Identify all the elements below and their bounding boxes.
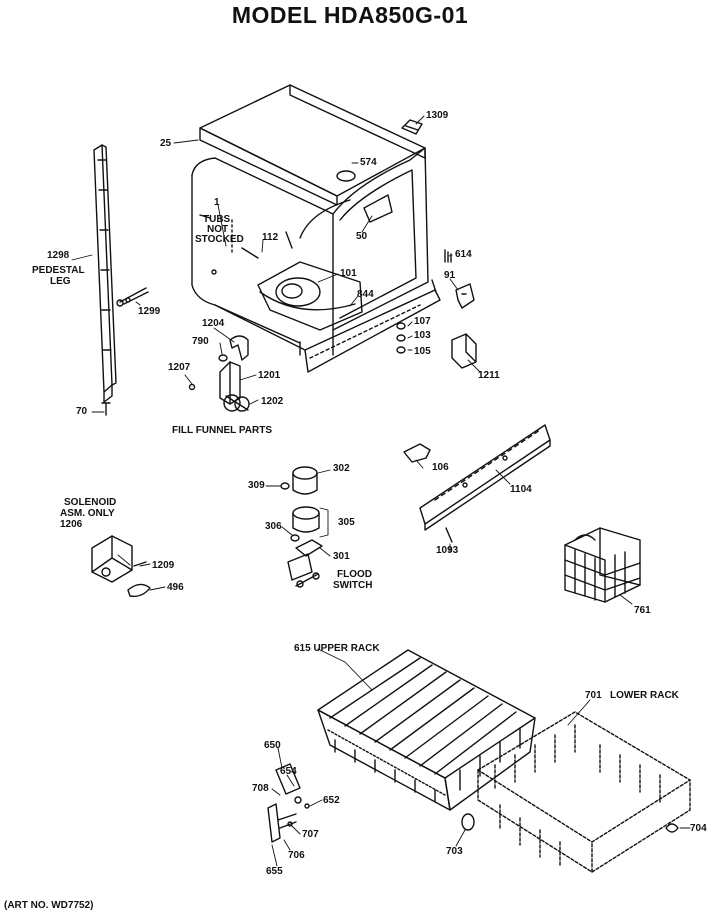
label-1211: 1211 [478, 370, 500, 381]
label-70: 70 [76, 406, 88, 417]
page-title: MODEL HDA850G-01 [231, 2, 469, 28]
label-1201: 1201 [258, 370, 281, 381]
label-302: 302 [333, 463, 350, 474]
label-91: 91 [444, 270, 456, 281]
label-1299: 1299 [138, 306, 161, 317]
label-614: 614 [455, 249, 472, 260]
label-1209: 1209 [152, 560, 175, 571]
label-flood: FLOOD [337, 569, 372, 580]
label-1298: 1298 [47, 250, 70, 261]
label-not: NOT [207, 224, 229, 235]
label-switch: SWITCH [333, 580, 373, 591]
label-650: 650 [264, 740, 281, 751]
tub-assembly [191, 84, 441, 373]
label-1104: 1104 [510, 484, 532, 495]
part-105 [396, 346, 406, 354]
label-790: 790 [192, 336, 209, 347]
label-tubs: TUBS [203, 214, 231, 225]
label-106: 106 [432, 462, 449, 473]
part-704 [665, 823, 679, 833]
label-1093: 1093 [436, 545, 459, 556]
label-leg: LEG [50, 276, 71, 287]
label-1207: 1207 [168, 362, 191, 373]
art-number: (ART NO. WD7752) [4, 900, 94, 911]
part-107 [396, 322, 406, 330]
label-701: 701 [585, 690, 602, 701]
label-309: 309 [248, 480, 265, 491]
label-704: 704 [690, 823, 707, 834]
label-50: 50 [356, 231, 368, 242]
pedestal-leg [93, 144, 149, 416]
solenoid-asm [91, 535, 151, 598]
label-301: 301 [333, 551, 350, 562]
label-707: 707 [302, 829, 319, 840]
part-703 [461, 813, 475, 831]
part-106 [403, 443, 431, 463]
part-1093 [445, 527, 453, 543]
flood-switch [280, 466, 323, 588]
label-652: 652 [323, 795, 340, 806]
part-1211 [451, 333, 477, 369]
silverware-basket [564, 527, 641, 603]
label-1309: 1309 [426, 110, 449, 121]
rack-adjuster [267, 763, 310, 843]
label-496: 496 [167, 582, 184, 593]
label-lower-rack: LOWER RACK [610, 690, 679, 701]
label-105: 105 [414, 346, 431, 357]
label-1206: 1206 [60, 519, 83, 530]
label-asm-only: ASM. ONLY [60, 508, 115, 519]
lower-rack [477, 711, 691, 873]
label-1204: 1204 [202, 318, 225, 329]
upper-rack [317, 649, 536, 811]
label-fill-funnel: FILL FUNNEL PARTS [172, 425, 272, 436]
label-306: 306 [265, 521, 282, 532]
label-103: 103 [414, 330, 431, 341]
label-844: 844 [357, 289, 374, 300]
fill-funnel [188, 335, 250, 412]
label-stocked: STOCKED [195, 234, 244, 245]
label-655: 655 [266, 866, 283, 877]
label-112: 112 [262, 232, 279, 243]
label-706: 706 [288, 850, 305, 861]
label-1: 1 [214, 197, 220, 208]
label-305: 305 [338, 517, 355, 528]
label-1202: 1202 [261, 396, 284, 407]
part-91 [455, 283, 475, 309]
label-708: 708 [252, 783, 269, 794]
label-pedestal: PEDESTAL [32, 265, 85, 276]
leader-lines [71, 115, 691, 867]
label-761: 761 [634, 605, 651, 616]
label-574: 574 [360, 157, 377, 168]
part-103 [396, 334, 406, 342]
label-solenoid: SOLENOID [64, 497, 117, 508]
label-107: 107 [414, 316, 431, 327]
part-1309 [401, 119, 423, 135]
label-25: 25 [160, 138, 172, 149]
part-1104 [419, 424, 551, 531]
label-101: 101 [340, 268, 357, 279]
label-615-upper-rack: 615 UPPER RACK [294, 643, 380, 654]
label-703: 703 [446, 846, 463, 857]
label-654: 654 [280, 766, 297, 777]
